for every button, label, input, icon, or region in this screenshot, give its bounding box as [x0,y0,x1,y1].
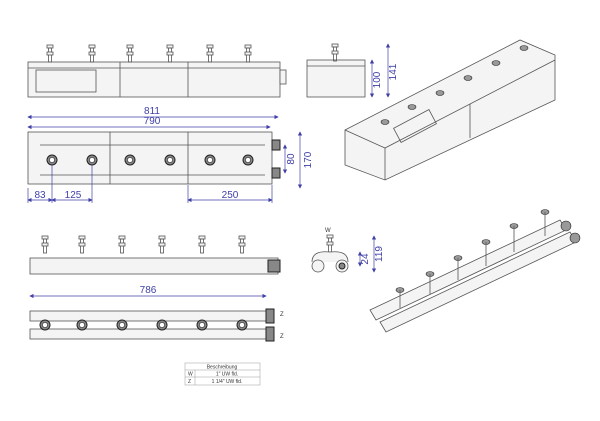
plan-view: 811 790 80 170 83 125 250 [27,106,314,203]
dim-module-length: 250 [222,190,239,201]
dim-overall-length: 811 [144,106,160,117]
fitting-detail: W 24 119 [311,228,385,273]
isometric-box-view [344,39,556,181]
dim-depth: 170 [303,151,314,168]
dim-pipe-length: 786 [140,285,157,296]
bottom-plan-view: 786 Z Z [29,285,284,342]
dim-pipe-spacing: 80 [286,153,297,165]
front-view [29,235,281,275]
label-w: W [325,228,331,234]
table-row-value: 1 1/4" UW fld. [212,379,243,385]
dim-left-offset: 83 [34,190,46,201]
table-row-key: Z [188,379,191,385]
table-row-key: W [188,372,193,378]
label-z-bottom: Z [280,334,284,340]
dim-fitting-offset: 24 [360,253,371,265]
dim-fitting-height: 119 [374,246,385,262]
dim-total-height: 141 [388,63,399,80]
end-view-top: 100 141 [306,43,399,98]
label-z-top: Z [280,312,284,318]
table-row-value: 1" UW fld. [216,372,238,378]
dim-box-height: 100 [372,71,383,88]
side-view-top [27,44,287,98]
isometric-pipe-view [369,209,581,333]
dim-first-spacing: 125 [65,190,82,201]
table-header: Beschreibung [207,365,238,371]
description-table: Beschreibung W 1" UW fld. Z 1 1/4" UW fl… [184,362,261,386]
dim-body-length: 790 [144,116,161,127]
